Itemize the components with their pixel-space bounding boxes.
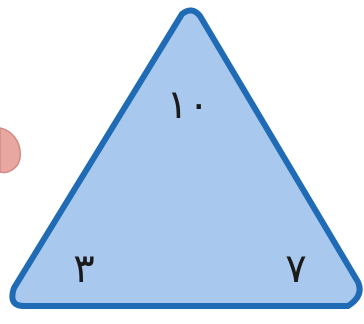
- triangle-top-number: ١٠: [167, 82, 210, 128]
- pointing-hand-fragment: [0, 128, 20, 172]
- triangle-left-number: ٣: [73, 246, 94, 292]
- triangle-right-number: ٧: [285, 246, 306, 292]
- triangle-shape: [12, 10, 359, 306]
